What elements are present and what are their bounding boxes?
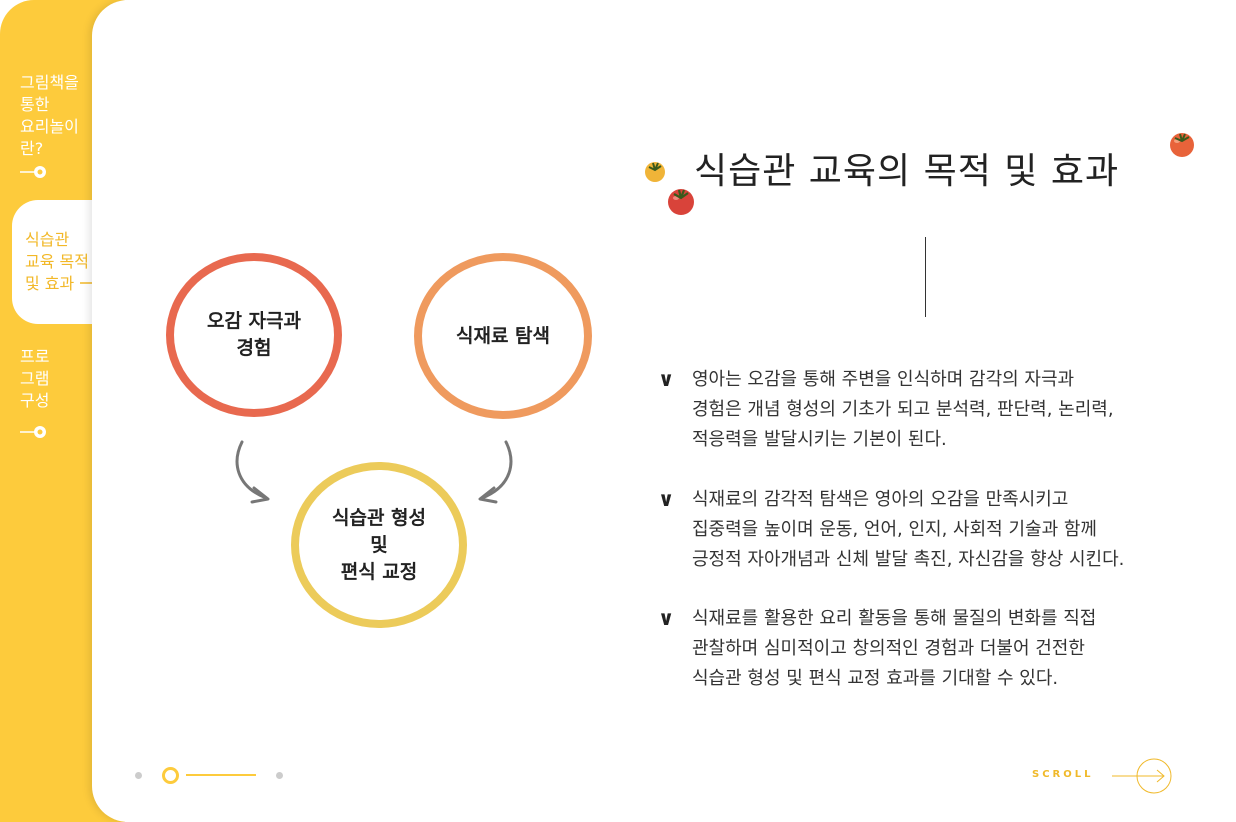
arrow-right-icon <box>20 426 46 438</box>
yellow-tomato-icon <box>645 162 665 182</box>
check-icon: ∨ <box>658 606 675 630</box>
page-title: 식습관 교육의 목적 및 효과 <box>694 151 1120 192</box>
pager-dot-active[interactable] <box>162 767 179 784</box>
check-icon: ∨ <box>658 367 675 391</box>
scroll-arrow-icon[interactable] <box>1110 757 1174 795</box>
curved-arrow-icon <box>235 440 270 504</box>
red-tomato-icon <box>668 189 694 215</box>
bullet-text: 식재료의 감각적 탐색은 영아의 오감을 만족시키고 집중력을 높이며 운동, … <box>692 489 1125 570</box>
sidebar-item-label: 프로 그램 구성 <box>20 347 50 410</box>
bullet-text: 영아는 오감을 통해 주변을 인식하며 감각의 자극과 경험은 개념 형성의 기… <box>692 369 1114 450</box>
circle-label: 식재료 탐색 <box>455 324 550 347</box>
circle-habits: 식습관 형성 및 편식 교정 <box>291 462 467 628</box>
circle-ingredients: 식재료 탐색 <box>414 253 592 419</box>
arrow-right-icon <box>20 166 46 178</box>
curved-arrow-icon <box>478 440 513 504</box>
bullet-text: 식재료를 활용한 요리 활동을 통해 물질의 변화를 직접 관찰하며 심미적이고… <box>692 608 1097 689</box>
pager-dot[interactable] <box>276 772 283 779</box>
sidebar-item-label: 식습관 교육 목적 및 효과 <box>25 230 89 293</box>
circle-label: 식습관 형성 및 편식 교정 <box>331 506 426 583</box>
check-icon: ∨ <box>658 487 675 511</box>
vertical-divider <box>925 237 926 317</box>
circle-label: 오감 자극과 경험 <box>206 310 301 359</box>
pager-progress-line <box>186 774 256 776</box>
scroll-label: SCROLL <box>1032 769 1094 780</box>
sidebar-item-label: 그림책을 통한 요리놀이 란? <box>20 73 79 158</box>
orange-tomato-icon <box>1170 133 1194 157</box>
sidebar-item-purpose-active[interactable] <box>12 200 94 324</box>
pager-dot[interactable] <box>135 772 142 779</box>
circle-senses: 오감 자극과 경험 <box>166 253 342 417</box>
